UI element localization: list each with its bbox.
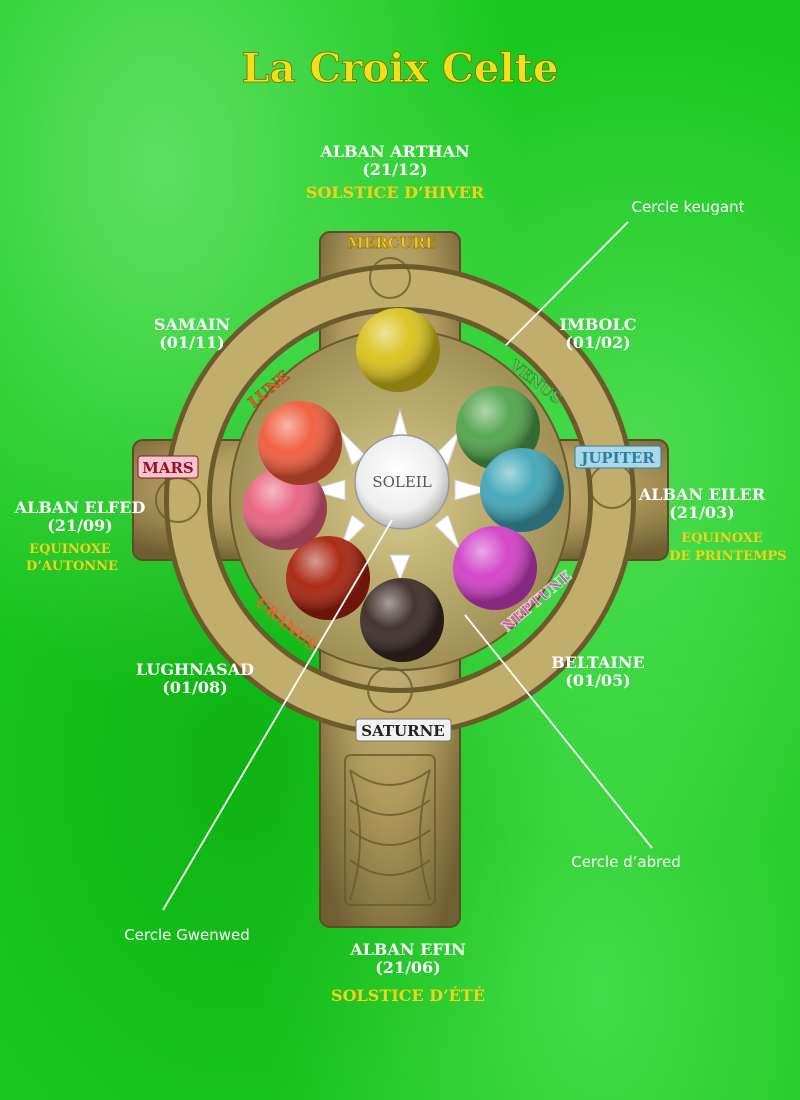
festival-top: ALBAN ARTHAN (21/12) SOLSTICE D’HIVER <box>306 142 485 202</box>
planet-label-mars: MARS <box>142 459 194 477</box>
festival-lughnasad-name: LUGHNASAD <box>136 660 254 679</box>
planet-mars-sphere <box>243 466 327 550</box>
festival-beltaine-date: (01/05) <box>565 671 631 690</box>
sun-label: SOLEIL <box>372 473 431 491</box>
planet-uranus-sphere <box>286 536 370 620</box>
circle-abred-label: Cercle d’abred <box>571 853 681 871</box>
planet-neptune-sphere <box>453 526 537 610</box>
festival-left: ALBAN ELFED (21/09) EQUINOXE D’AUTONNE <box>14 498 146 574</box>
festival-bottom-name: ALBAN EFIN <box>349 940 465 959</box>
planet-label-mercure: MERCURE <box>347 234 436 252</box>
festival-imbolc-date: (01/02) <box>565 333 631 352</box>
festival-left-season-line1: EQUINOXE <box>29 542 111 557</box>
festival-beltaine: BELTAINE (01/05) <box>551 653 644 690</box>
planet-label-mars-badge: MARS <box>137 455 199 479</box>
page-title: La Croix Celte <box>242 45 559 92</box>
festival-top-date: (21/12) <box>362 160 428 179</box>
pointer-abred <box>464 614 653 849</box>
circle-gwenwed-label: Cercle Gwenwed <box>124 926 250 944</box>
planet-saturne-sphere <box>360 578 444 662</box>
festival-top-season: SOLSTICE D’HIVER <box>306 183 485 202</box>
festival-top-name: ALBAN ARTHAN <box>319 142 469 161</box>
festival-samain-date: (01/11) <box>159 333 225 352</box>
festival-samain-name: SAMAIN <box>154 315 230 334</box>
planet-mercure-sphere <box>356 308 440 392</box>
festival-samain: SAMAIN (01/11) <box>154 315 230 352</box>
festival-imbolc-name: IMBOLC <box>560 315 637 334</box>
festival-left-season-line2: D’AUTONNE <box>26 559 118 574</box>
planet-label-saturne: SATURNE <box>361 722 445 740</box>
festival-bottom: ALBAN EFIN (21/06) SOLSTICE D’ÉTÉ <box>331 940 485 1005</box>
planet-label-jupiter-badge: JUPITER <box>574 445 662 469</box>
festival-right-name: ALBAN EILER <box>638 485 766 504</box>
sun-center: SOLEIL <box>354 434 450 530</box>
pointer-keugant <box>505 221 629 346</box>
planet-label-jupiter: JUPITER <box>579 449 655 467</box>
festival-bottom-date: (21/06) <box>375 958 441 977</box>
festival-right: ALBAN EILER (21/03) EQUINOXE DE PRINTEMP… <box>638 485 787 564</box>
planet-jupiter-sphere <box>480 448 564 532</box>
festival-left-date: (21/09) <box>47 516 113 535</box>
festival-right-season-line2: DE PRINTEMPS <box>669 549 786 564</box>
pointer-lines <box>162 221 653 911</box>
pointer-gwenwed <box>162 519 393 911</box>
planet-lune-sphere <box>258 401 342 485</box>
festival-lughnasad: LUGHNASAD (01/08) <box>136 660 254 697</box>
festival-imbolc: IMBOLC (01/02) <box>560 315 637 352</box>
festival-left-name: ALBAN ELFED <box>14 498 146 517</box>
circle-keugant-label: Cercle keugant <box>632 198 745 216</box>
festival-lughnasad-date: (01/08) <box>162 678 228 697</box>
knotwork-pattern <box>155 257 635 906</box>
festival-beltaine-name: BELTAINE <box>551 653 644 672</box>
festival-bottom-season: SOLSTICE D’ÉTÉ <box>331 985 485 1005</box>
festival-right-date: (21/03) <box>669 503 735 522</box>
festival-right-season-line1: EQUINOXE <box>681 531 763 546</box>
planet-label-saturne-badge: SATURNE <box>355 718 452 742</box>
